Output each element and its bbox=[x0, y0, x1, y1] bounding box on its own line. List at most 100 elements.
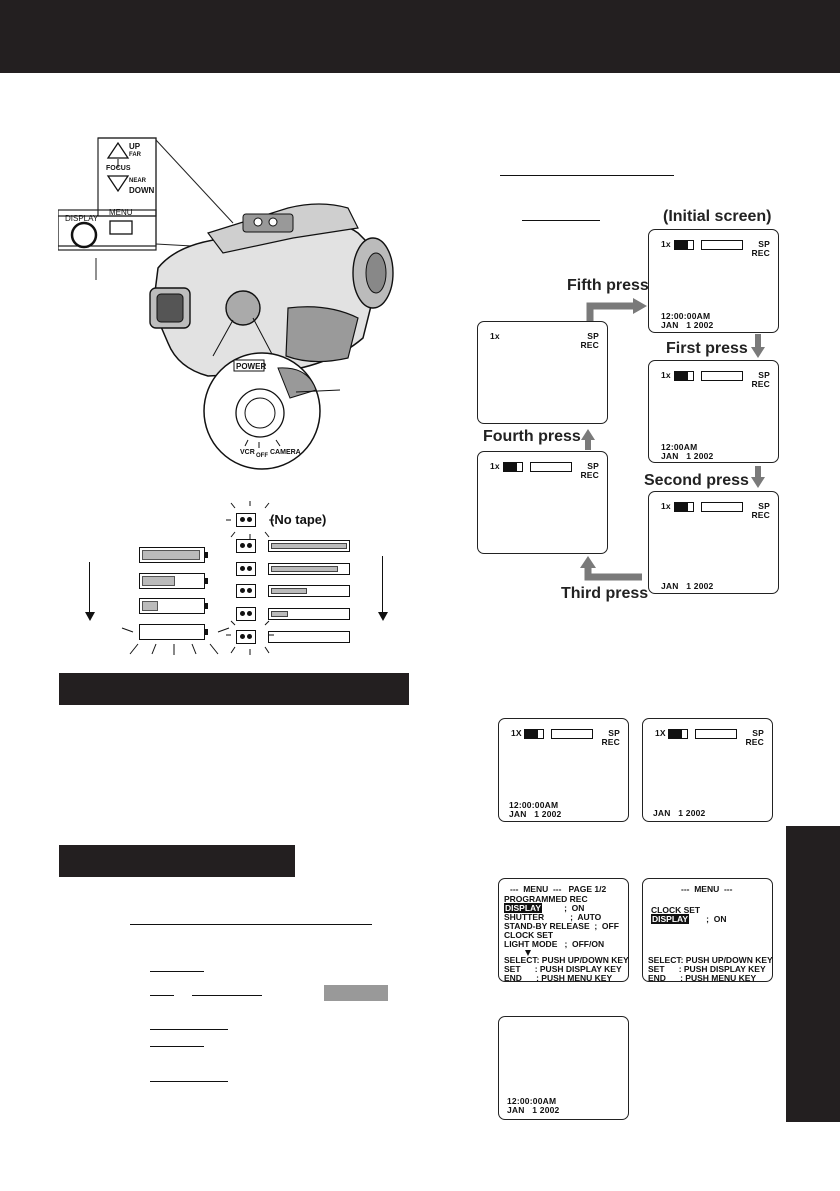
screen-example-b: 1X SP REC JAN 1 2002 bbox=[642, 718, 773, 822]
menu-screen-page2: --- MENU --- CLOCK SET DISPLAY ; ON SELE… bbox=[642, 878, 773, 983]
text-underline bbox=[192, 995, 262, 996]
date-readout: JAN 1 2002 bbox=[661, 320, 714, 330]
screen-fourth-press: 1x SP REC bbox=[477, 321, 608, 424]
first-press-label: First press bbox=[666, 340, 748, 357]
menu-label: MENU bbox=[109, 208, 133, 217]
zoom-readout: 1x bbox=[490, 331, 500, 341]
display-button-icon bbox=[70, 221, 98, 249]
battery-level-icon bbox=[139, 573, 208, 589]
rec-readout: REC bbox=[745, 737, 764, 747]
cassette-icon bbox=[236, 539, 256, 553]
text-underline bbox=[150, 1081, 228, 1082]
menu-help: SET : PUSH DISPLAY KEY bbox=[504, 964, 622, 974]
time-readout: 12:00:00AM bbox=[661, 311, 711, 321]
down-triangle-icon bbox=[106, 175, 130, 193]
right-arrow-line bbox=[382, 556, 384, 618]
down-label: DOWN bbox=[129, 186, 155, 195]
blink-marks-icon bbox=[226, 501, 274, 539]
cycle-arrows bbox=[580, 298, 765, 581]
menu-item-display-selected: DISPLAY bbox=[651, 914, 690, 924]
time-readout: 12:00AM bbox=[661, 442, 698, 452]
battery-icon bbox=[668, 729, 688, 739]
battery-icon bbox=[674, 371, 694, 381]
battery-level-icon bbox=[139, 624, 208, 640]
tape-gauge-fill bbox=[271, 611, 289, 617]
fourth-press-label: Fourth press bbox=[483, 428, 581, 445]
date-readout: JAN 1 2002 bbox=[509, 809, 562, 819]
down-arrow-icon bbox=[378, 612, 388, 621]
tape-remaining-gauge bbox=[268, 563, 350, 575]
screen-third-press: 1x SP REC bbox=[477, 451, 608, 554]
tape-gauge-fill bbox=[271, 566, 338, 572]
text-underline bbox=[500, 175, 674, 176]
date-readout: JAN 1 2002 bbox=[661, 451, 714, 461]
screen-example-a: 1X SP REC 12:00:00AM JAN 1 2002 bbox=[498, 718, 629, 822]
menu-help: SET : PUSH DISPLAY KEY bbox=[648, 964, 766, 974]
menu-header: --- MENU --- bbox=[681, 884, 733, 894]
scroll-down-icon bbox=[525, 950, 531, 956]
battery-fill bbox=[142, 550, 200, 560]
power-label: POWER bbox=[236, 362, 267, 371]
battery-level-icon bbox=[139, 598, 208, 614]
text-underline bbox=[150, 995, 174, 996]
tape-remaining-gauge bbox=[268, 631, 350, 643]
menu-item: PROGRAMMED REC bbox=[504, 894, 588, 904]
no-tape-label: (No tape) bbox=[270, 512, 327, 527]
far-label: FAR bbox=[129, 152, 141, 158]
tape-remaining-icon bbox=[551, 729, 593, 739]
cassette-icon bbox=[236, 607, 256, 621]
text-underline bbox=[130, 924, 372, 925]
power-label-box bbox=[233, 359, 265, 372]
rec-readout: REC bbox=[601, 737, 620, 747]
date-readout: JAN 1 2002 bbox=[507, 1105, 560, 1115]
menu-screen-page1: --- MENU --- PAGE 1/2 PROGRAMMED REC DIS… bbox=[498, 878, 629, 983]
menu-help: END : PUSH MENU KEY bbox=[504, 973, 613, 983]
down-arrow-icon bbox=[85, 612, 95, 621]
side-tab bbox=[786, 826, 840, 1122]
text-underline bbox=[522, 220, 600, 221]
menu-item: LIGHT MODE ; OFF/ON bbox=[504, 939, 605, 949]
camera-label: CAMERA bbox=[270, 449, 301, 456]
rec-readout: REC bbox=[751, 510, 770, 520]
initial-screen-label: (Initial screen) bbox=[663, 208, 772, 225]
tape-remaining-icon bbox=[701, 502, 743, 512]
menu-header: --- MENU --- PAGE 1/2 bbox=[510, 884, 607, 894]
zoom-readout: 1X bbox=[511, 728, 522, 738]
header-bar bbox=[0, 0, 840, 73]
tape-gauge-fill bbox=[271, 543, 347, 549]
gray-key-label bbox=[324, 985, 388, 1001]
battery-icon bbox=[674, 502, 694, 512]
zoom-readout: 1x bbox=[661, 370, 671, 380]
speed-readout: SP bbox=[752, 728, 764, 738]
tape-remaining-gauge bbox=[268, 608, 350, 620]
second-press-label: Second press bbox=[644, 472, 749, 489]
tape-remaining-icon bbox=[701, 371, 743, 381]
screen-initial: 1x SP REC 12:00:00AM JAN 1 2002 bbox=[648, 229, 779, 333]
battery-level-icon bbox=[139, 547, 208, 563]
menu-button-icon bbox=[109, 220, 133, 235]
third-press-label: Third press bbox=[561, 585, 649, 602]
speed-readout: SP bbox=[758, 501, 770, 511]
screen-second-press: 1x SP REC JAN 1 2002 bbox=[648, 491, 779, 594]
off-label: OFF bbox=[256, 453, 268, 459]
section-heading-bar bbox=[59, 673, 409, 705]
callout-box bbox=[58, 209, 157, 251]
zoom-readout: 1x bbox=[661, 239, 671, 249]
menu-item-value: ; ON bbox=[564, 903, 585, 913]
speed-readout: SP bbox=[758, 370, 770, 380]
menu-item: CLOCK SET bbox=[504, 930, 554, 940]
text-underline bbox=[150, 1029, 228, 1030]
speed-readout: SP bbox=[608, 728, 620, 738]
blink-marks-icon bbox=[226, 620, 274, 655]
cassette-icon bbox=[236, 584, 256, 598]
battery-icon bbox=[674, 240, 694, 250]
fifth-press-label: Fifth press bbox=[567, 277, 649, 294]
text-underline bbox=[150, 1046, 204, 1047]
up-triangle-icon bbox=[106, 141, 130, 159]
tape-remaining-icon bbox=[701, 240, 743, 250]
battery-fill bbox=[142, 601, 158, 611]
menu-help: SELECT: PUSH UP/DOWN KEY bbox=[504, 955, 629, 965]
tape-remaining-icon bbox=[695, 729, 737, 739]
cassette-icon bbox=[236, 630, 256, 644]
menu-item: SHUTTER ; AUTO bbox=[504, 912, 602, 922]
